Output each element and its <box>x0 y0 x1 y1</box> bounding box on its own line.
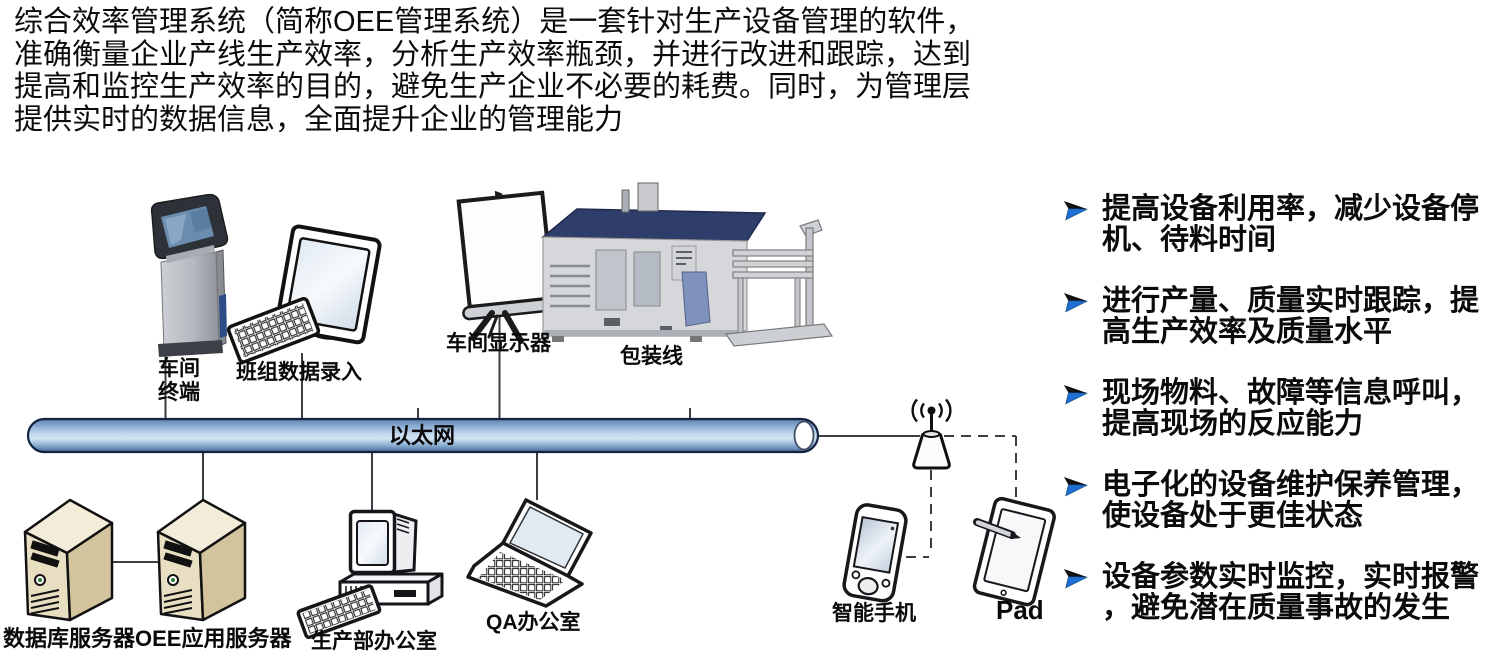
label-workshop-display: 车间显示器 <box>446 332 551 355</box>
intro-paragraph: 综合效率管理系统（简称OEE管理系统）是一套针对生产设备管理的软件， 准确衡量企… <box>14 6 1009 136</box>
label-packaging-line: 包装线 <box>620 345 683 368</box>
workshop-terminal-kiosk <box>150 193 229 357</box>
intro-line-1: 综合效率管理系统（简称OEE管理系统）是一套针对生产设备管理的软件， <box>14 6 975 38</box>
qa-office-laptop <box>466 498 593 608</box>
pipe-end-cap <box>793 420 815 451</box>
benefit-item-3: 现场物料、故障等信息呼叫，提高现场的反应能力 <box>1063 378 1500 440</box>
arrow-bullet-icon <box>1063 293 1088 313</box>
production-office-pc <box>296 509 444 640</box>
pc-keyboard <box>296 584 382 640</box>
smartphone-device <box>842 503 908 603</box>
pad-device <box>972 496 1056 607</box>
oee-app-server-tower <box>156 498 247 622</box>
laptop-screen <box>508 506 585 569</box>
benefit-item-2: 进行产量、质量实时跟踪，提高生产效率及质量水平 <box>1063 286 1500 348</box>
database-server-tower <box>23 498 114 622</box>
team-data-entry-computer <box>226 224 382 364</box>
stylus <box>973 518 1021 539</box>
label-pad: Pad <box>996 595 1044 625</box>
label-production-office: 生产部办公室 <box>311 630 437 653</box>
benefit-text: 提高设备利用率，减少设备停机、待料时间 <box>1102 193 1480 256</box>
ethernet-bus <box>26 417 820 454</box>
benefits-list: 提高设备利用率，减少设备停机、待料时间 进行产量、质量实时跟踪，提高生产效率及质… <box>1063 194 1500 624</box>
benefit-item-5: 设备参数实时监控，实时报警，避免潜在质量事故的发生 <box>1063 562 1500 624</box>
arrow-bullet-icon <box>1063 569 1088 589</box>
wifi-waves-icon <box>911 398 952 423</box>
label-ethernet: 以太网 <box>388 423 455 448</box>
label-workshop-terminal: 车间 终端 <box>158 357 200 404</box>
benefit-item-4: 电子化的设备维护保养管理，使设备处于更佳状态 <box>1063 470 1500 532</box>
arrow-bullet-icon <box>1063 385 1088 405</box>
keyboard <box>226 296 321 364</box>
network-diagram <box>23 182 1056 640</box>
benefit-item-1: 提高设备利用率，减少设备停机、待料时间 <box>1063 194 1500 256</box>
arrow-bullet-icon <box>1063 477 1088 497</box>
label-qa-office: QA办公室 <box>486 611 581 634</box>
intro-line-2: 准确衡量企业产线生产效率，分析生产效率瓶颈，并进行改进和跟踪，达到 <box>14 38 972 71</box>
benefit-text: 设备参数实时监控，实时报警，避免潜在质量事故的发生 <box>1102 561 1480 624</box>
workshop-display-screen <box>456 190 562 344</box>
label-smartphone: 智能手机 <box>832 602 916 625</box>
benefit-text: 现场物料、故障等信息呼叫，提高现场的反应能力 <box>1102 377 1480 440</box>
intro-line-4: 提供实时的数据信息，全面提升企业的管理能力 <box>14 103 624 136</box>
connector-lines <box>112 310 920 563</box>
benefit-text: 电子化的设备维护保养管理，使设备处于更佳状态 <box>1102 469 1480 532</box>
label-oee-app-server: OEE应用服务器 <box>135 626 292 651</box>
label-team-data-entry: 班组数据录入 <box>236 361 362 384</box>
wireless-antenna <box>911 398 952 470</box>
tripod <box>470 310 524 344</box>
pc-screen <box>356 520 389 566</box>
packaging-line-machine <box>540 182 834 347</box>
phone-screen <box>852 515 900 574</box>
label-database-server: 数据库服务器 <box>3 626 136 651</box>
wireless-dashed-lines <box>906 435 1017 558</box>
arrow-bullet-icon <box>1063 201 1088 221</box>
benefit-text: 进行产量、质量实时跟踪，提高生产效率及质量水平 <box>1102 285 1480 348</box>
intro-line-3: 提高和监控生产效率的目的，避免生产企业不必要的耗费。同时，为管理层 <box>14 71 972 103</box>
